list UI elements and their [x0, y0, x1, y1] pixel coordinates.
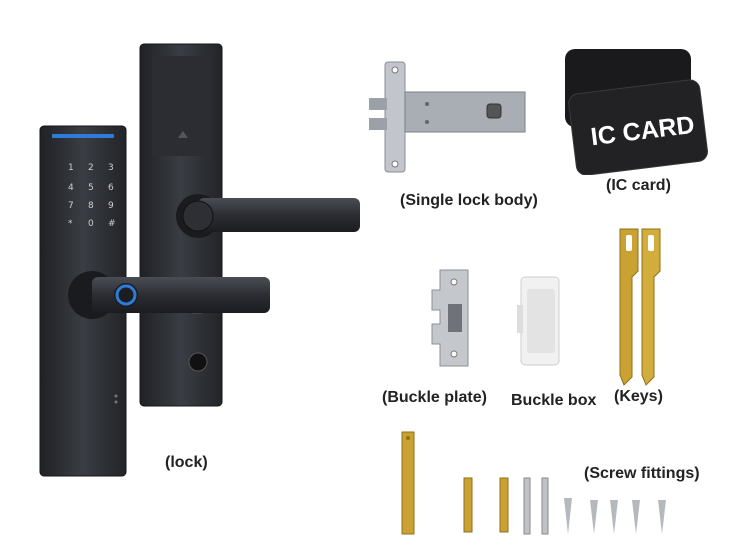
connecting-rod — [401, 431, 415, 535]
buckle-plate-label: (Buckle plate) — [382, 389, 487, 406]
svg-text:4: 4 — [68, 183, 74, 193]
svg-text:5: 5 — [88, 183, 94, 193]
svg-text:7: 7 — [68, 201, 74, 211]
svg-text:#: # — [108, 219, 116, 229]
single-lock-body-image — [369, 61, 526, 173]
keypad: 1 2 3 4 5 6 7 8 9 * 0 # — [68, 163, 116, 229]
keys-image — [619, 228, 661, 386]
ic-card-label: (IC card) — [606, 177, 671, 194]
wood-screw — [590, 500, 598, 534]
wood-screw — [658, 500, 666, 534]
screw-fittings-label: (Screw fittings) — [584, 465, 700, 482]
keys-label: (Keys) — [614, 388, 663, 405]
svg-text:3: 3 — [108, 163, 114, 173]
svg-text:*: * — [68, 219, 73, 229]
screw-fittings-image — [401, 431, 666, 535]
buckle-box-label: Buckle box — [511, 392, 597, 409]
lock-back-panel — [139, 43, 360, 407]
single-lock-body-label: (Single lock body) — [400, 192, 538, 209]
wood-screw — [632, 500, 640, 534]
sleeve-nut — [463, 477, 473, 533]
wood-screw — [610, 500, 618, 534]
sleeve-nut — [499, 477, 509, 533]
svg-text:1: 1 — [68, 163, 74, 173]
fingerprint-sensor-icon — [115, 284, 137, 306]
wood-screw — [564, 498, 572, 534]
buckle-box-image — [517, 276, 560, 366]
smart-door-lock: 1 2 3 4 5 6 7 8 9 * 0 # — [39, 43, 360, 477]
svg-text:8: 8 — [88, 201, 94, 211]
svg-text:6: 6 — [108, 183, 114, 193]
lock-front-handle — [68, 271, 270, 319]
lock-label: (lock) — [165, 454, 208, 471]
ic-card-image: IC CARD — [565, 49, 708, 175]
svg-text:0: 0 — [88, 219, 94, 229]
long-screw — [541, 477, 549, 535]
long-screw — [523, 477, 531, 535]
buckle-plate-image — [431, 269, 469, 367]
svg-text:9: 9 — [108, 201, 114, 211]
svg-text:2: 2 — [88, 163, 94, 173]
